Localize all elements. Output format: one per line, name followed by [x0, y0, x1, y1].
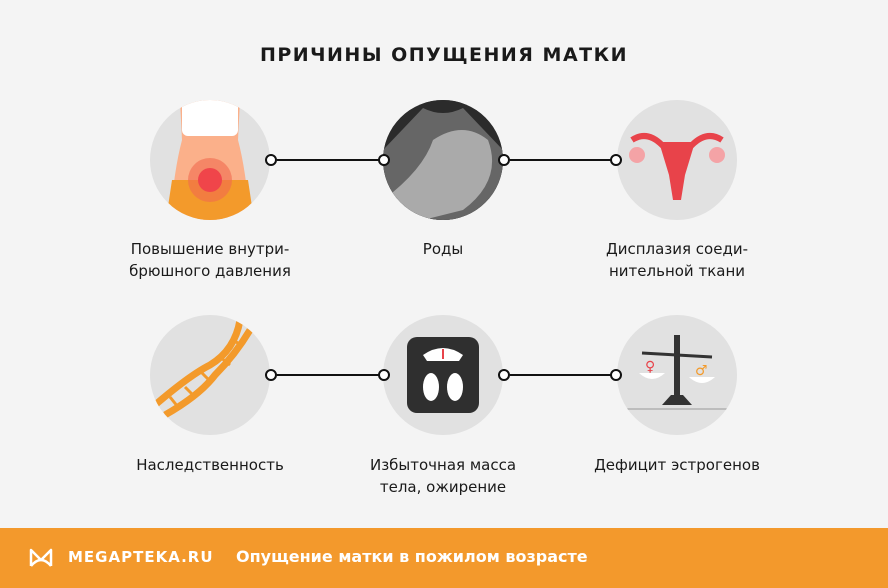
svg-text:♂: ♂ — [695, 363, 708, 379]
footer: MEGAPTEKA.RU Опущение матки в пожилом во… — [0, 528, 888, 588]
connector-dot — [610, 369, 622, 381]
balance-scale-icon: ♀♂ — [617, 315, 737, 435]
cause-label: Дисплазия соеди- нительной ткани — [605, 240, 748, 280]
abdomen-pain-icon — [150, 100, 270, 220]
page-title: ПРИЧИНЫ ОПУЩЕНИЯ МАТКИ — [259, 44, 629, 66]
connector-dot — [378, 369, 390, 381]
brand-name[interactable]: MEGAPTEKA.RU — [68, 548, 214, 566]
connector — [510, 159, 618, 161]
scale-icon — [383, 315, 503, 435]
megapteka-logo-icon — [29, 548, 53, 567]
connector — [510, 374, 618, 376]
ultrasound-fetus-icon — [383, 100, 503, 220]
cause-label: Наследственность — [136, 456, 284, 474]
connector — [277, 374, 385, 376]
connector-dot — [265, 154, 277, 166]
cause-label: Дефицит эстрогенов — [594, 456, 760, 474]
connector-dot — [498, 154, 510, 166]
connector-dot — [265, 369, 277, 381]
svg-text:♀: ♀ — [645, 359, 655, 375]
footer-caption: Опущение матки в пожилом возрасте — [236, 547, 588, 566]
cause-label: Повышение внутри- брюшного давления — [129, 240, 291, 280]
connector — [277, 159, 385, 161]
cause-label: Избыточная масса тела, ожирение — [369, 456, 517, 496]
cause-label: Роды — [422, 240, 464, 258]
connector-dot — [378, 154, 390, 166]
connector-dot — [610, 154, 622, 166]
connector-dot — [498, 369, 510, 381]
dna-icon — [150, 315, 270, 435]
uterus-icon — [617, 100, 737, 220]
